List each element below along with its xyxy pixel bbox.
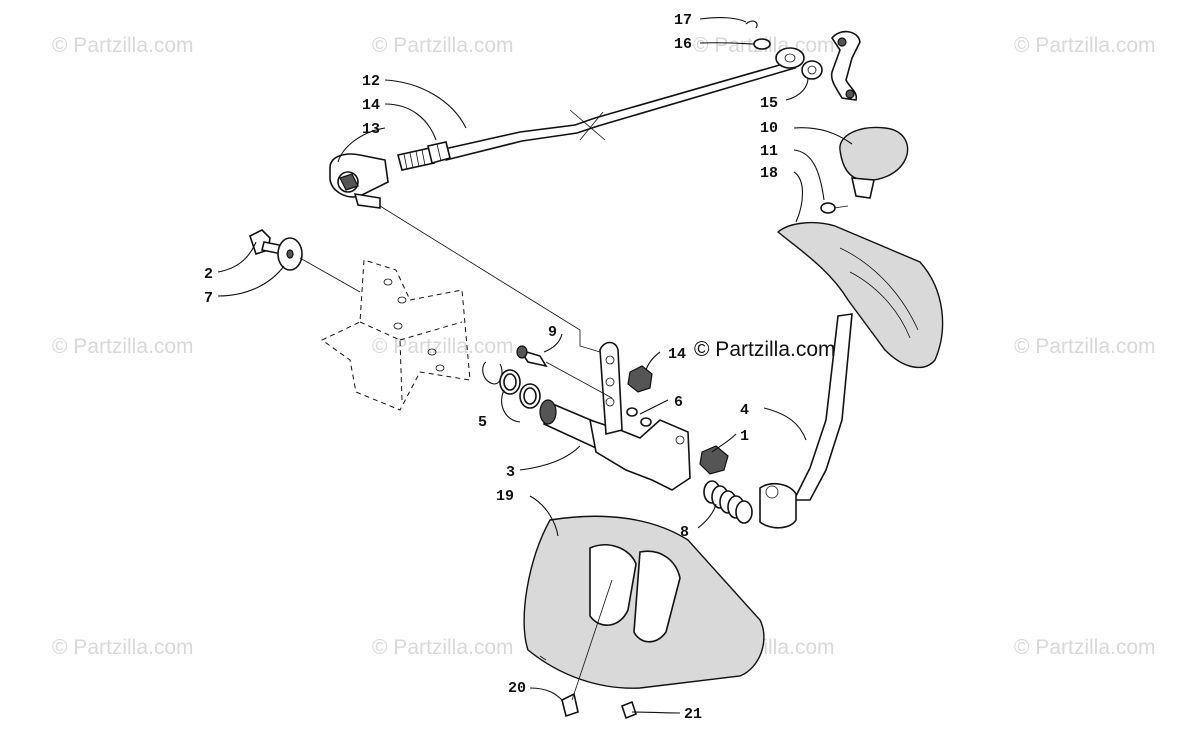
callout-13: 13 — [362, 121, 380, 138]
callout-18: 18 — [760, 165, 778, 182]
ball-joint[interactable] — [329, 153, 389, 209]
watermark: © Partzilla.com — [372, 34, 514, 57]
pivot-pin[interactable] — [516, 345, 548, 368]
brand-watermark: © Partzilla.com — [694, 338, 836, 361]
cover-screw[interactable] — [621, 700, 637, 720]
callout-19: 19 — [496, 488, 514, 505]
return-spring[interactable] — [703, 480, 753, 524]
callout-2: 2 — [204, 266, 213, 283]
shift-arm[interactable] — [539, 341, 691, 491]
washer[interactable] — [753, 38, 771, 50]
hex-nut[interactable] — [427, 141, 451, 164]
watermark: © Partzilla.com — [52, 636, 194, 659]
mounting-bracket — [321, 259, 471, 411]
watermark: © Partzilla.com — [1014, 335, 1156, 358]
shift-linkage-arm[interactable] — [775, 30, 861, 101]
shift-lever[interactable] — [759, 313, 853, 529]
shift-rod[interactable] — [397, 61, 797, 171]
callout-6: 6 — [674, 394, 683, 411]
callout-9: 9 — [548, 324, 557, 341]
watermark: © Partzilla.com — [372, 636, 514, 659]
callout-12: 12 — [362, 73, 380, 90]
callout-16: 16 — [674, 36, 692, 53]
leader-lines — [217, 17, 853, 714]
reference-line — [545, 361, 613, 399]
watermark: © Partzilla.com — [1014, 636, 1156, 659]
watermark: © Partzilla.com — [52, 34, 194, 57]
reference-line — [299, 257, 361, 293]
callout-21: 21 — [684, 706, 702, 723]
callout-20: 20 — [508, 680, 526, 697]
callout-7: 7 — [204, 290, 213, 307]
callout-15: 15 — [760, 95, 778, 112]
callout-11: 11 — [760, 143, 778, 160]
watermark: © Partzilla.com — [372, 335, 514, 358]
watermark: © Partzilla.com — [52, 335, 194, 358]
callout-8: 8 — [680, 524, 689, 541]
knob-screw[interactable] — [820, 202, 849, 214]
callout-1: 1 — [740, 428, 749, 445]
watermark: © Partzilla.com — [1014, 34, 1156, 57]
callout-14: 14 — [362, 97, 380, 114]
reference-line — [379, 205, 601, 353]
snap-ring[interactable] — [482, 361, 541, 409]
callout-14: 14 — [668, 346, 686, 363]
reference-line — [571, 579, 613, 701]
callout-4: 4 — [740, 402, 749, 419]
shift-cover[interactable] — [523, 515, 765, 689]
cover-screw[interactable] — [539, 655, 579, 718]
flat-washer[interactable] — [277, 237, 303, 271]
nut[interactable] — [699, 445, 729, 475]
cotter-pin[interactable] — [745, 20, 758, 29]
shift-knob[interactable] — [839, 126, 909, 199]
callout-17: 17 — [674, 12, 692, 29]
shift-lever-boot[interactable] — [776, 221, 944, 369]
lock-nut[interactable] — [627, 365, 653, 393]
callout-10: 10 — [760, 120, 778, 137]
small-washer[interactable] — [626, 407, 652, 427]
callout-labels: 1 2 3 4 5 6 7 8 9 10 11 12 13 14 14 15 1… — [204, 12, 778, 723]
callout-3: 3 — [506, 464, 515, 481]
callout-5: 5 — [478, 414, 487, 431]
